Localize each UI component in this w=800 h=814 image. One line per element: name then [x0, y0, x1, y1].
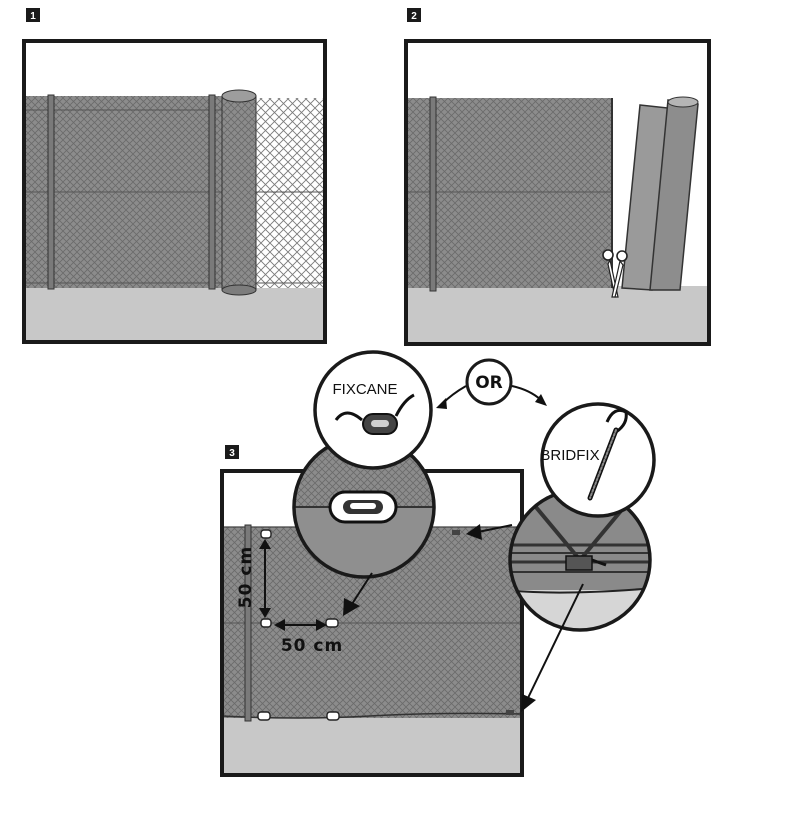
scissors-icon	[602, 249, 628, 298]
step-3-post	[244, 524, 252, 722]
vertical-dimension-label: 50 cm	[236, 546, 256, 608]
step-3-number: 3	[229, 448, 235, 459]
fixcane-clips	[257, 529, 514, 721]
step-1-post-left	[47, 94, 55, 290]
step-1-wire-fence	[250, 98, 325, 288]
step-2-frame	[404, 39, 711, 346]
step-2-badge	[407, 8, 421, 22]
fixcane-clip-icon	[334, 393, 415, 435]
or-arrow-right	[511, 385, 542, 401]
step-1-badge	[26, 8, 40, 22]
vertical-dimension: 50 cm	[236, 539, 271, 618]
step-3-badge	[225, 445, 239, 459]
step-3-ground	[222, 717, 522, 775]
fixcane-label: FIXCANE	[332, 381, 397, 398]
or-badge: OR	[436, 358, 547, 409]
step-2-leaning-rolls	[621, 96, 699, 291]
cable-tie-icon	[587, 408, 628, 501]
step-1-net-roll	[221, 89, 257, 296]
step-2-ground	[406, 286, 709, 344]
step-1-post-right	[208, 94, 216, 290]
bridfix-callout: BRIDFIX	[540, 402, 656, 518]
bridfix-label: BRIDFIX	[540, 447, 599, 464]
step-2-screen-net	[406, 98, 612, 288]
horizontal-dimension-label: 50 cm	[281, 636, 343, 656]
step-1-frame	[22, 39, 327, 344]
horizontal-dimension: 50 cm	[274, 619, 343, 656]
step-2-panel: 2	[404, 8, 711, 346]
or-label: OR	[475, 373, 503, 393]
arrow-to-bottom-tie	[521, 694, 536, 712]
fixcane-callout: FIXCANE	[313, 350, 433, 470]
arrow-to-top-tie	[466, 524, 482, 540]
step-2-number: 2	[411, 11, 417, 22]
step-1-number: 1	[30, 11, 36, 22]
step-3-panel: 3 50 cm 50 cm	[220, 445, 524, 777]
step-1-panel: 1	[22, 8, 327, 344]
arrow-to-clip	[343, 598, 360, 616]
step-1-ground	[24, 287, 325, 342]
pointer-arrows	[343, 524, 584, 712]
step-2-post	[429, 96, 437, 292]
